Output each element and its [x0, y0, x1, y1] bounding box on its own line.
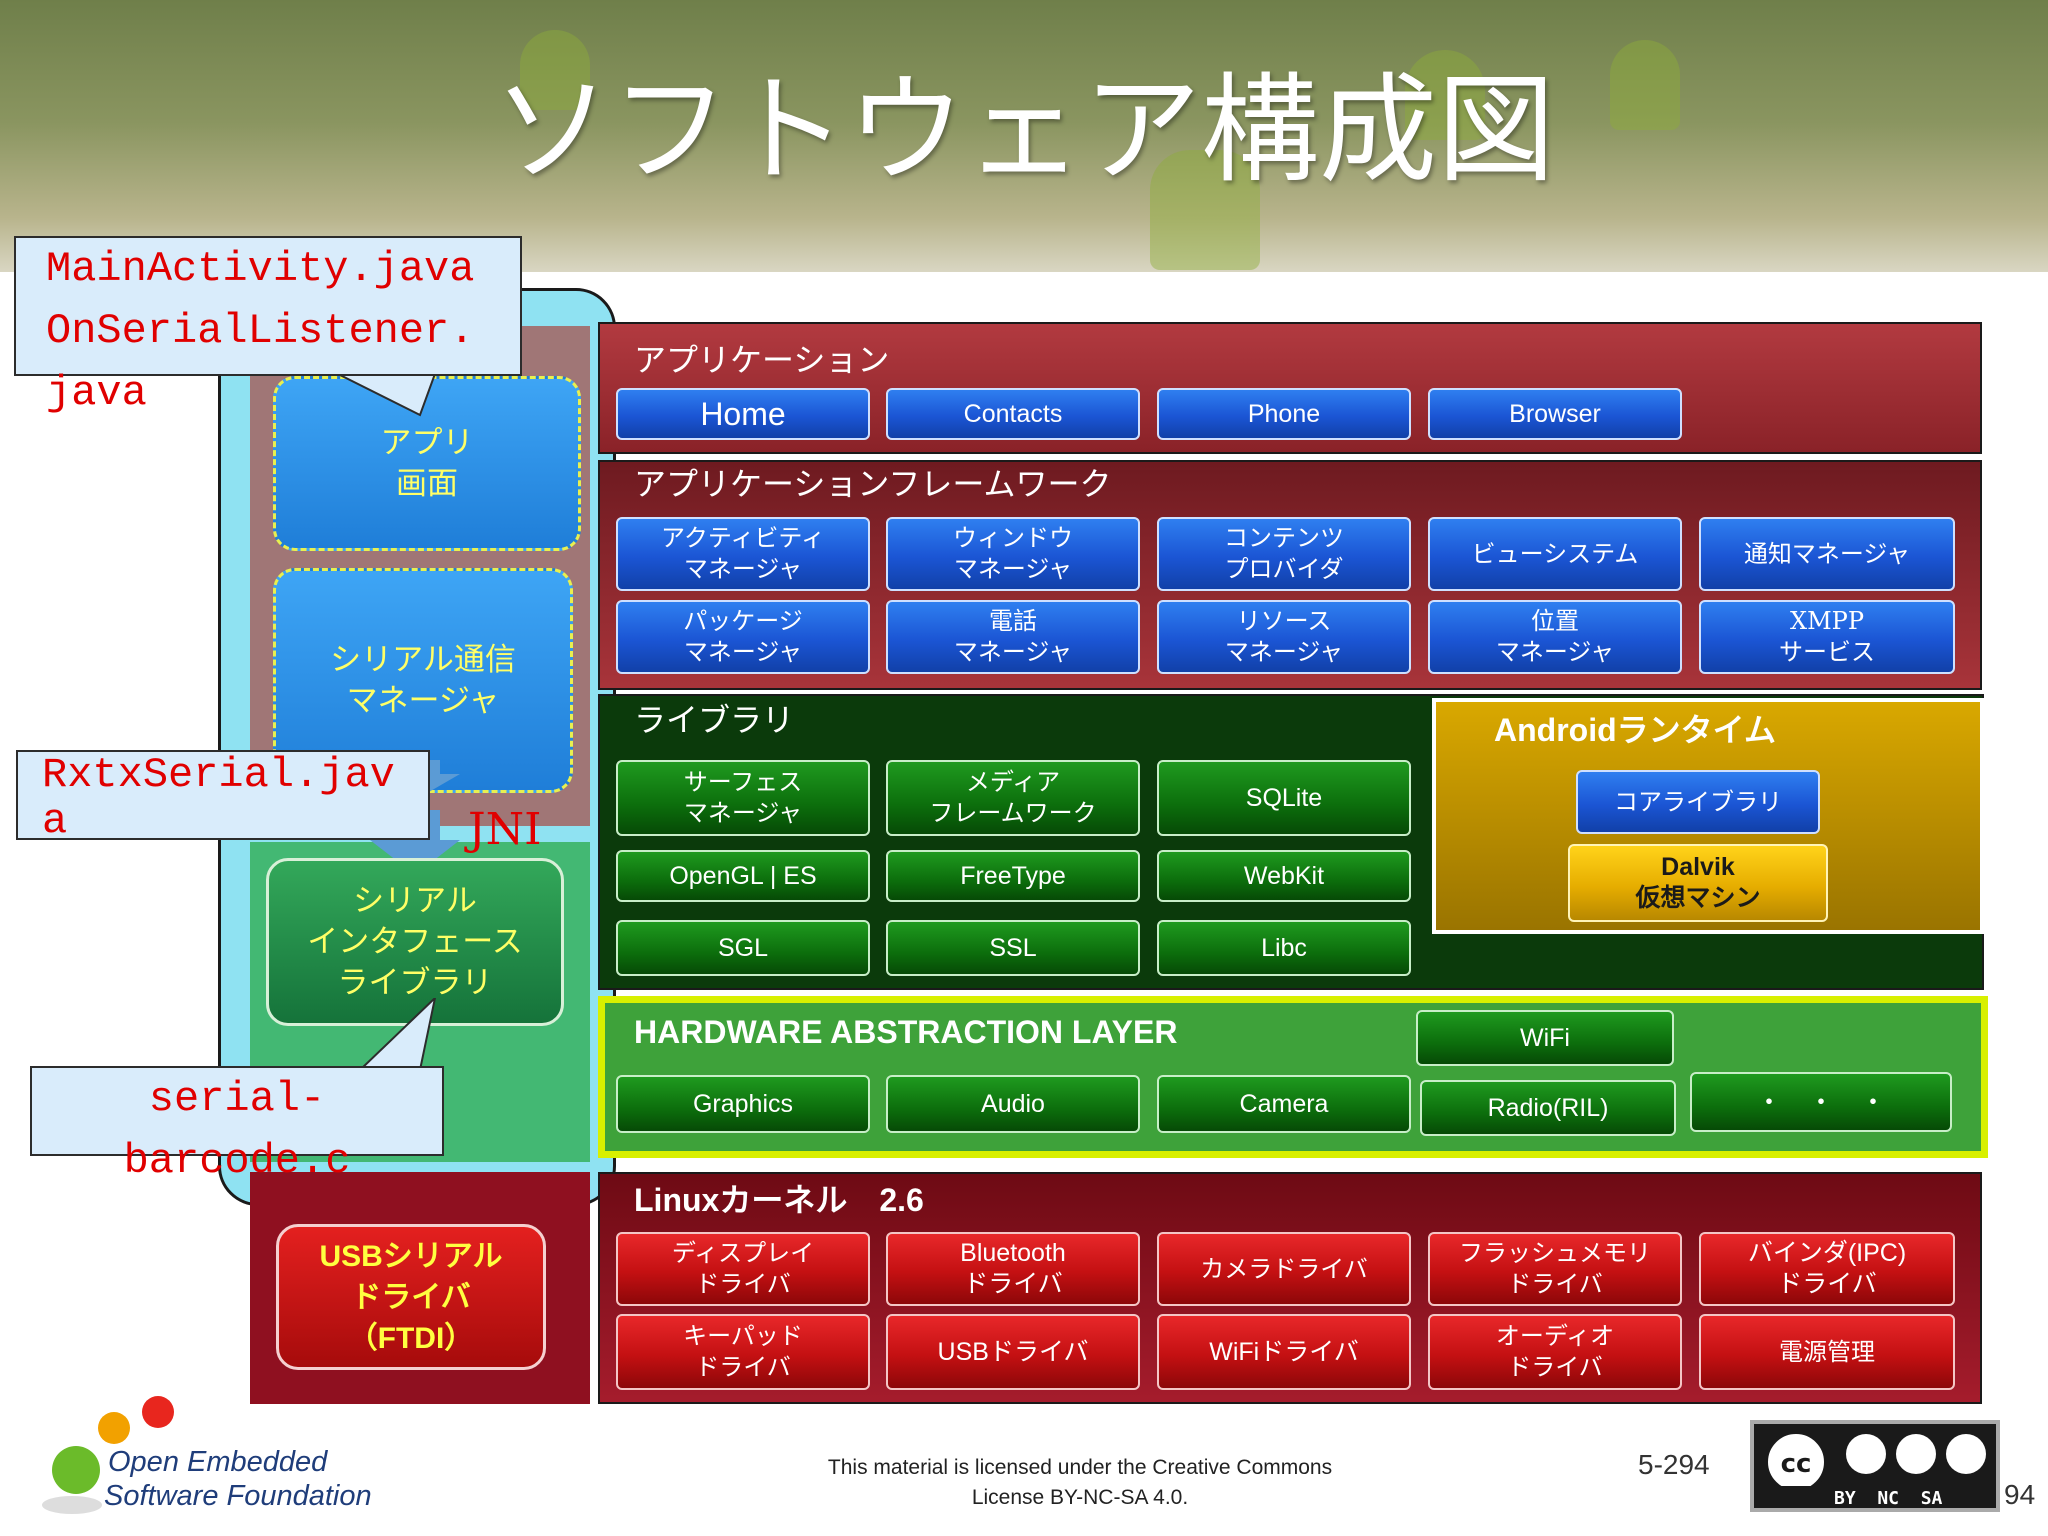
framework-item: 電話 マネージャ [886, 600, 1140, 674]
org-name-line1: Open Embedded [108, 1446, 328, 1478]
serial-barcode-callout: serial- barcode.c [30, 1066, 444, 1185]
framework-item: コンテンツ プロバイダ [1157, 517, 1411, 591]
framework-item: 位置 マネージャ [1428, 600, 1682, 674]
svg-text:cc: cc [1781, 1449, 1812, 1479]
kernel-item: カメラドライバ [1157, 1232, 1411, 1306]
app-contacts-button: Contacts [886, 388, 1140, 440]
framework-item: パッケージ マネージャ [616, 600, 870, 674]
kernel-item: ディスプレイ ドライバ [616, 1232, 870, 1306]
page-edge-number: 94 [2004, 1479, 2036, 1510]
callout-tail-icon [358, 998, 437, 1070]
hal-item: Audio [886, 1075, 1140, 1133]
kernel-item: キーパッド ドライバ [616, 1314, 870, 1390]
kernel-item: WiFiドライバ [1157, 1314, 1411, 1390]
hal-item: ・ ・ ・ [1690, 1072, 1952, 1132]
library-item: サーフェス マネージャ [616, 760, 870, 836]
app-phone-button: Phone [1157, 388, 1411, 440]
library-item: OpenGL | ES [616, 850, 870, 902]
dalvik-vm-box: Dalvik 仮想マシン [1568, 844, 1828, 922]
main-activity-callout: MainActivity.java OnSerialListener. java [14, 236, 522, 417]
kernel-item: Bluetooth ドライバ [886, 1232, 1140, 1306]
kernel-layer-title: Linuxカーネル 2.6 [634, 1182, 924, 1218]
kernel-item: オーディオ ドライバ [1428, 1314, 1682, 1390]
library-item: SQLite [1157, 760, 1411, 836]
framework-item: リソース マネージャ [1157, 600, 1411, 674]
license-line1: This material is licensed under the Crea… [827, 1456, 1333, 1479]
creative-commons-icon: cc BY NC SA [1750, 1420, 2000, 1512]
library-item: SGL [616, 920, 870, 976]
serial-library-box: シリアル インタフェース ライブラリ [266, 858, 564, 1026]
app-screen-box: アプリ 画面 [273, 376, 581, 551]
kernel-item: フラッシュメモリ ドライバ [1428, 1232, 1682, 1306]
kernel-item: バインダ(IPC) ドライバ [1699, 1232, 1955, 1306]
cc-badge-label: BY NC SA [1834, 1488, 1943, 1509]
hal-item: Radio(RIL) [1420, 1080, 1676, 1136]
framework-item: 通知マネージャ [1699, 517, 1955, 591]
framework-item: XMPP サービス [1699, 600, 1955, 674]
rxtx-serial-callout: RxtxSerial.jav a [16, 750, 430, 844]
android-runtime-title: Androidランタイム [1494, 712, 1777, 748]
hal-wifi-box: WiFi [1416, 1010, 1674, 1066]
android-robot-icon [520, 30, 590, 110]
jni-label: JNI [468, 804, 542, 855]
hal-item: Camera [1157, 1075, 1411, 1133]
library-item: Libc [1157, 920, 1411, 976]
library-item: WebKit [1157, 850, 1411, 902]
kernel-item: USBドライバ [886, 1314, 1140, 1390]
app-home-button: Home [616, 388, 870, 440]
framework-layer-title: アプリケーションフレームワーク [634, 465, 1112, 503]
framework-item: アクティビティ マネージャ [616, 517, 870, 591]
page-title: ソフトウェア構成図 [492, 61, 1555, 199]
app-browser-button: Browser [1428, 388, 1682, 440]
framework-item: ウィンドウ マネージャ [886, 517, 1140, 591]
library-item: FreeType [886, 850, 1140, 902]
org-name-line2: Software Foundation [104, 1480, 372, 1512]
library-item: SSL [886, 920, 1140, 976]
license-text: This material is licensed under the Crea… [760, 1453, 1400, 1515]
android-robot-icon [1610, 40, 1680, 130]
android-robot-icon [1150, 150, 1260, 270]
oesf-logo-icon [42, 1396, 174, 1514]
android-robot-icon [1405, 50, 1485, 140]
application-layer-title: アプリケーション [634, 341, 890, 379]
hal-layer-title: HARDWARE ABSTRACTION LAYER [634, 1014, 1178, 1050]
framework-item: ビューシステム [1428, 517, 1682, 591]
library-layer-title: ライブラリ [634, 701, 795, 739]
core-library-box: コアライブラリ [1576, 770, 1820, 834]
library-item: メディア フレームワーク [886, 760, 1140, 836]
hal-item: Graphics [616, 1075, 870, 1133]
kernel-item: 電源管理 [1699, 1314, 1955, 1390]
page-number: 5-294 [1638, 1449, 1710, 1480]
usb-serial-driver-box: USBシリアル ドライバ （FTDI） [276, 1224, 546, 1370]
license-line2: License BY-NC-SA 4.0. [971, 1486, 1189, 1509]
slide-header [0, 0, 2048, 272]
